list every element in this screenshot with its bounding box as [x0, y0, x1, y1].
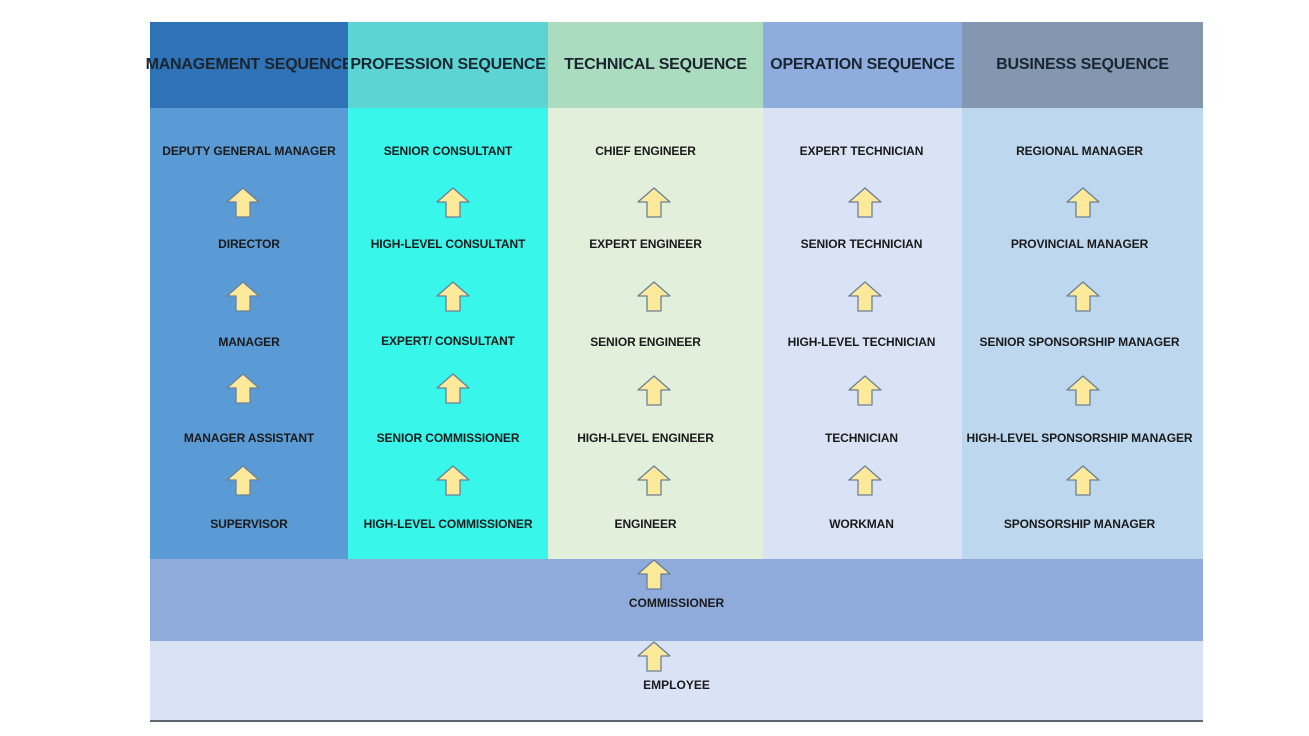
- level-label: CHIEF ENGINEER: [595, 144, 696, 158]
- level-label: SENIOR SPONSORSHIP MANAGER: [979, 335, 1180, 349]
- up-arrow-icon: [1065, 281, 1101, 313]
- up-arrow-icon: [1065, 187, 1101, 219]
- level-label: TECHNICIAN: [825, 431, 898, 445]
- level-label: SENIOR CONSULTANT: [383, 144, 513, 158]
- commissioner-label: COMMISSIONER: [628, 596, 725, 610]
- level-label: REGIONAL MANAGER: [1016, 144, 1143, 158]
- column-header-technical: TECHNICAL SEQUENCE: [548, 22, 763, 108]
- column-body-technical: CHIEF ENGINEER EXPERT ENGINEER SENIOR EN…: [548, 108, 763, 559]
- up-arrow-icon: [435, 465, 471, 497]
- column-body-management: DEPUTY GENERAL MANAGER DIRECTOR MANAGER …: [150, 108, 348, 559]
- up-arrow-icon: [636, 281, 672, 313]
- up-arrow-icon: [225, 281, 261, 313]
- level-label: SENIOR ENGINEER: [590, 335, 701, 349]
- level-label: DIRECTOR: [218, 237, 280, 251]
- up-arrow-icon: [847, 187, 883, 219]
- up-arrow-icon: [847, 375, 883, 407]
- up-arrow-icon: [847, 281, 883, 313]
- level-label: WORKMAN: [829, 517, 894, 531]
- up-arrow-icon: [435, 281, 471, 313]
- column-profession: PROFESSION SEQUENCE SENIOR CONSULTANT HI…: [348, 22, 548, 559]
- up-arrow-icon: [435, 373, 471, 405]
- employee-label: EMPLOYEE: [643, 678, 710, 692]
- commissioner-band: COMMISSIONER: [150, 559, 1203, 641]
- level-label: HIGH-LEVEL CONSULTANT: [370, 237, 526, 251]
- column-header-management: MANAGEMENT SEQUENCE: [146, 22, 353, 108]
- column-body-operation: EXPERT TECHNICIAN SENIOR TECHNICIAN HIGH…: [763, 108, 962, 559]
- up-arrow-icon: [847, 465, 883, 497]
- level-label: EXPERT/ CONSULTANT: [381, 334, 515, 348]
- up-arrow-icon: [636, 465, 672, 497]
- up-arrow-icon: [435, 187, 471, 219]
- level-label: SENIOR COMMISSIONER: [376, 431, 520, 445]
- level-label: PROVINCIAL MANAGER: [1010, 237, 1149, 251]
- employee-band: EMPLOYEE: [150, 641, 1203, 720]
- level-label: DEPUTY GENERAL MANAGER: [162, 144, 336, 158]
- column-technical: TECHNICAL SEQUENCE CHIEF ENGINEER EXPERT…: [548, 22, 763, 559]
- bottom-rule: [150, 720, 1203, 722]
- up-arrow-icon: [1065, 465, 1101, 497]
- column-business: BUSINESS SEQUENCE REGIONAL MANAGER PROVI…: [962, 22, 1203, 559]
- up-arrow-icon: [225, 465, 261, 497]
- up-arrow-icon: [636, 187, 672, 219]
- column-operation: OPERATION SEQUENCE EXPERT TECHNICIAN SEN…: [763, 22, 962, 559]
- level-label: HIGH-LEVEL COMMISSIONER: [363, 517, 533, 531]
- level-label: HIGH-LEVEL ENGINEER: [577, 431, 714, 445]
- up-arrow-icon: [636, 559, 672, 591]
- column-header-business: BUSINESS SEQUENCE: [962, 22, 1203, 108]
- up-arrow-icon: [636, 375, 672, 407]
- column-header-profession: PROFESSION SEQUENCE: [348, 22, 548, 108]
- column-body-profession: SENIOR CONSULTANT HIGH-LEVEL CONSULTANT …: [348, 108, 548, 559]
- level-label: MANAGER ASSISTANT: [183, 431, 315, 445]
- career-sequence-diagram: MANAGEMENT SEQUENCE DEPUTY GENERAL MANAG…: [146, 22, 1203, 722]
- up-arrow-icon: [1065, 375, 1101, 407]
- up-arrow-icon: [225, 373, 261, 405]
- level-label: SPONSORSHIP MANAGER: [1003, 517, 1156, 531]
- level-label: ENGINEER: [614, 517, 677, 531]
- level-label: EXPERT ENGINEER: [589, 237, 702, 251]
- level-label: HIGH-LEVEL SPONSORSHIP MANAGER: [966, 431, 1193, 445]
- level-label: MANAGER: [218, 335, 280, 349]
- level-label: SUPERVISOR: [210, 517, 288, 531]
- level-label: SENIOR TECHNICIAN: [800, 237, 923, 251]
- level-label: EXPERT TECHNICIAN: [799, 144, 924, 158]
- up-arrow-icon: [636, 641, 672, 673]
- column-management: MANAGEMENT SEQUENCE DEPUTY GENERAL MANAG…: [146, 22, 353, 559]
- column-header-operation: OPERATION SEQUENCE: [763, 22, 962, 108]
- up-arrow-icon: [225, 187, 261, 219]
- column-body-business: REGIONAL MANAGER PROVINCIAL MANAGER SENI…: [962, 108, 1203, 559]
- level-label: HIGH-LEVEL TECHNICIAN: [787, 335, 936, 349]
